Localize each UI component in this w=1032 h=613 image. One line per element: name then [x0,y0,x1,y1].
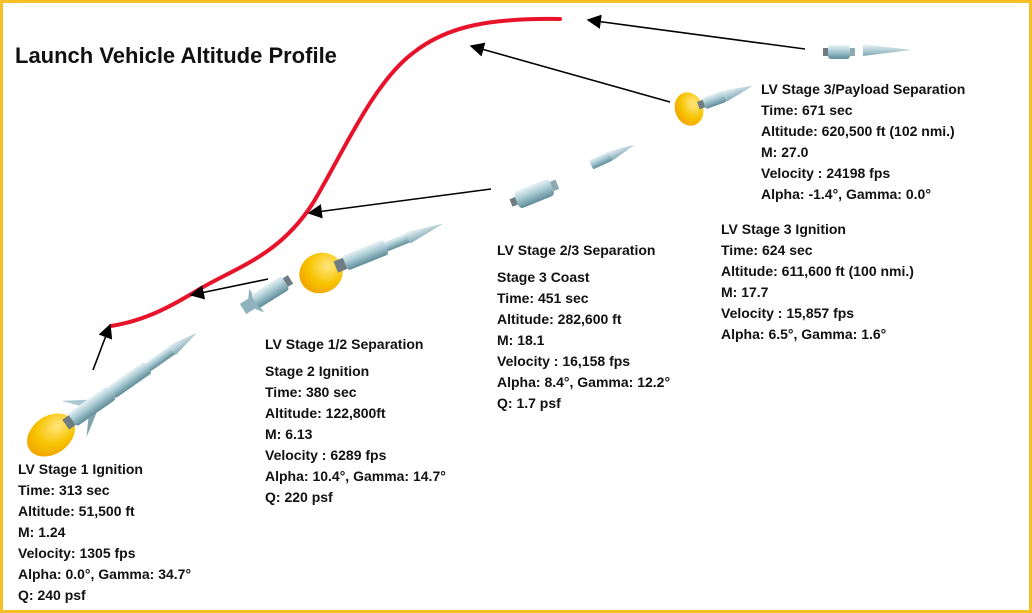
payload-heading: LV Stage 3/Payload Separation [761,81,966,97]
stage23-line: Time: 451 sec [497,290,589,306]
stage1-rocket-icon [27,332,197,457]
payload-icon [863,44,911,56]
payload-line: M: 27.0 [761,144,809,160]
stage23-line: Velocity : 16,158 fps [497,353,631,369]
payload-line: Alpha: -1.4°, Gamma: 0.0° [761,186,931,202]
stage3-line: Time: 624 sec [721,242,813,258]
stage3-line: M: 17.7 [721,284,769,300]
stage23-line: M: 18.1 [497,332,545,348]
payload-line: Altitude: 620,500 ft (102 nmi.) [761,123,955,139]
stage3-ignition-info: LV Stage 3 Ignition Time: 624 sec Altitu… [721,219,914,345]
stage23-line: Stage 3 Coast [497,269,590,285]
stage12-line: Altitude: 122,800ft [265,405,386,421]
stage1-ignition-info: LV Stage 1 Ignition Time: 313 sec Altitu… [18,459,191,606]
stage23-line: Alpha: 8.4°, Gamma: 12.2° [497,374,671,390]
payload-line: Time: 671 sec [761,102,853,118]
stage1-line: Q: 240 psf [18,587,86,603]
stage3-line: Velocity : 15,857 fps [721,305,855,321]
stage12-line: Time: 380 sec [265,384,357,400]
stage1-line: Altitude: 51,500 ft [18,503,135,519]
stage23-separation-info: LV Stage 2/3 Separation Stage 3 Coast Ti… [497,240,670,414]
stage3-line: Alpha: 6.5°, Gamma: 1.6° [721,326,887,342]
pointer-arrows [92,14,806,371]
stage3-rocket-icon [674,85,753,126]
stage23-line: Q: 1.7 psf [497,395,561,411]
trajectory-diagram [27,14,911,457]
stage3-line: Altitude: 611,600 ft (100 nmi.) [721,263,914,279]
stage1-spent-icon [239,275,294,315]
stage12-separation-info: LV Stage 1/2 Separation Stage 2 Ignition… [265,334,446,508]
stage3-coast-icon [589,144,635,169]
stage12-line: M: 6.13 [265,426,313,442]
stage2-spent-icon [509,179,560,208]
trajectory-curve [109,16,562,328]
stage3-heading: LV Stage 3 Ignition [721,221,846,237]
stage2-rocket-icon [299,223,444,294]
stage1-line: Time: 313 sec [18,482,110,498]
stage23-line: Altitude: 282,600 ft [497,311,622,327]
stage12-line: Alpha: 10.4°, Gamma: 14.7° [265,468,446,484]
stage23-heading: LV Stage 2/3 Separation [497,242,656,258]
stage1-line: M: 1.24 [18,524,66,540]
payload-separation-info: LV Stage 3/Payload Separation Time: 671 … [761,79,965,205]
stage1-line: Alpha: 0.0°, Gamma: 34.7° [18,566,192,582]
stage12-line: Velocity : 6289 fps [265,447,387,463]
stage1-heading: LV Stage 1 Ignition [18,461,143,477]
stage1-line: Velocity: 1305 fps [18,545,136,561]
page-title: Launch Vehicle Altitude Profile [15,43,337,68]
stage12-heading: LV Stage 1/2 Separation [265,336,424,352]
stage3-spent-icon [823,45,855,59]
stage12-line: Q: 220 psf [265,489,333,505]
stage12-line: Stage 2 Ignition [265,363,370,379]
payload-line: Velocity : 24198 fps [761,165,891,181]
